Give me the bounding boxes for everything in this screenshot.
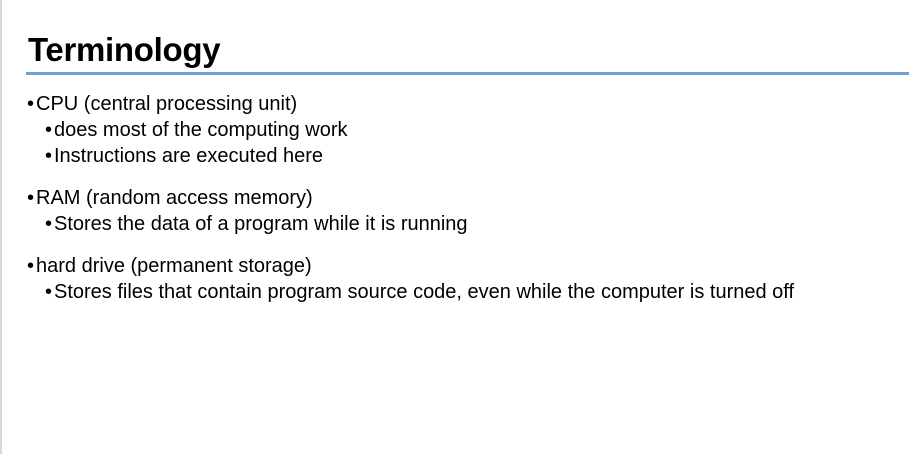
title-underline (26, 72, 909, 75)
bullet-group-ram: •RAM (random access memory) •Stores the … (27, 185, 897, 237)
sub-bullet: •Stores files that contain program sourc… (27, 279, 897, 305)
bullet-icon: • (45, 119, 53, 141)
sub-bullet: •does most of the computing work (27, 117, 897, 143)
bullet-icon: • (27, 93, 35, 115)
bullet-icon: • (45, 145, 53, 167)
slide-title: Terminology (28, 31, 221, 68)
bullet-heading-text: RAM (random access memory) (36, 187, 313, 209)
bullet-icon: • (45, 213, 53, 235)
sub-bullet: •Stores the data of a program while it i… (27, 211, 897, 237)
bullet-icon: • (27, 255, 35, 277)
bullet-heading-text: CPU (central processing unit) (36, 93, 298, 115)
sub-bullet-text: does most of the computing work (54, 119, 348, 141)
bullet-group-hard-drive: •hard drive (permanent storage) •Stores … (27, 253, 897, 305)
slide-left-edge (0, 0, 2, 454)
bullet-heading: •CPU (central processing unit) (27, 91, 897, 117)
bullet-heading: •RAM (random access memory) (27, 185, 897, 211)
bullet-group-cpu: •CPU (central processing unit) •does mos… (27, 91, 897, 169)
sub-bullet-text: Stores files that contain program source… (54, 281, 795, 303)
sub-bullet-text: Instructions are executed here (54, 145, 324, 167)
sub-bullet: •Instructions are executed here (27, 143, 897, 169)
sub-bullet-text: Stores the data of a program while it is… (54, 213, 468, 235)
bullet-heading: •hard drive (permanent storage) (27, 253, 897, 279)
bullet-icon: • (45, 281, 53, 303)
bullet-heading-text: hard drive (permanent storage) (36, 255, 312, 277)
bullet-icon: • (27, 187, 35, 209)
bullet-list: •CPU (central processing unit) •does mos… (27, 91, 897, 321)
